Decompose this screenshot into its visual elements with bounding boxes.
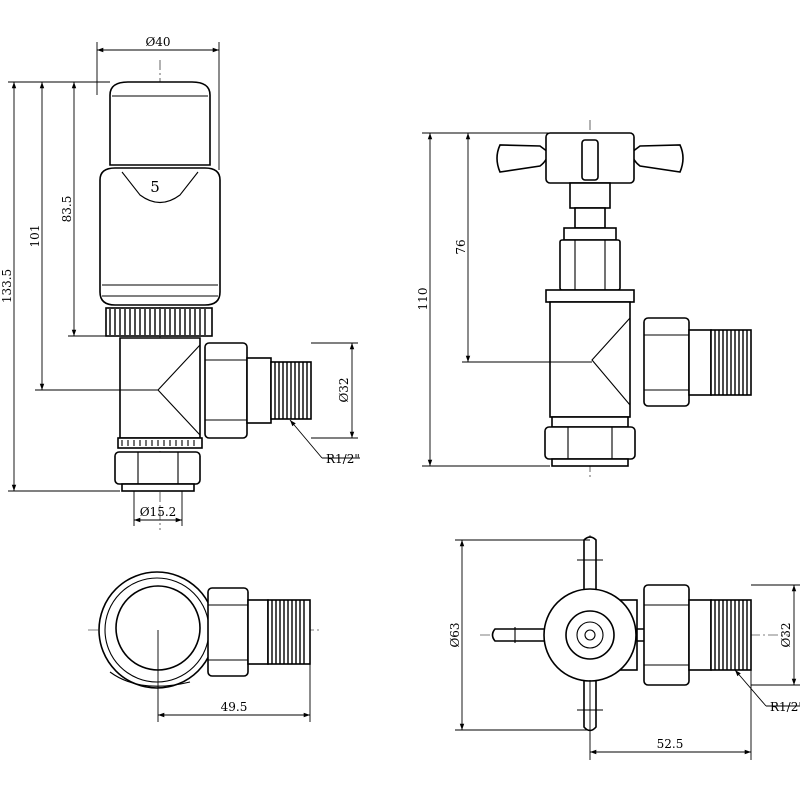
manual-top-dim-thread-dia: Ø32 [779, 622, 793, 647]
manual-valve-front-view: 110 76 [416, 120, 752, 478]
top-thread-lines [271, 600, 305, 664]
manual-dim-height-outlet: 76 [454, 239, 468, 254]
dial-number: 5 [150, 178, 160, 196]
outlet-thread-lines [274, 362, 308, 419]
manual-top-thread-lines [714, 600, 748, 670]
top-dim-length: 49.5 [221, 700, 248, 714]
thermostatic-valve-top-view: 49.5 [88, 571, 320, 722]
dim-top-width: Ø40 [145, 35, 170, 49]
thread-label: R1/2" [326, 452, 360, 466]
manual-top-thread-label: R1/2" [770, 700, 800, 714]
manual-top-dim-handle-dia: Ø63 [448, 622, 462, 647]
manual-dim-height-total: 110 [416, 288, 430, 311]
manual-outlet-thread-lines [714, 330, 748, 395]
thermostatic-valve-front-view: 5 Ø40 133.5 [0, 35, 360, 530]
dim-thread-dia: Ø32 [337, 377, 351, 402]
manual-valve-top-view: Ø63 Ø32 R1/2" 52.5 [448, 535, 800, 760]
dim-height-outlet: 101 [28, 225, 42, 248]
dim-height-total: 133.5 [0, 269, 14, 303]
knurled-ring-lines [109, 309, 206, 335]
dim-bottom-dia: Ø15.2 [140, 505, 177, 519]
dim-height-cap: 83.5 [60, 196, 74, 223]
manual-top-dim-length: 52.5 [657, 737, 684, 751]
